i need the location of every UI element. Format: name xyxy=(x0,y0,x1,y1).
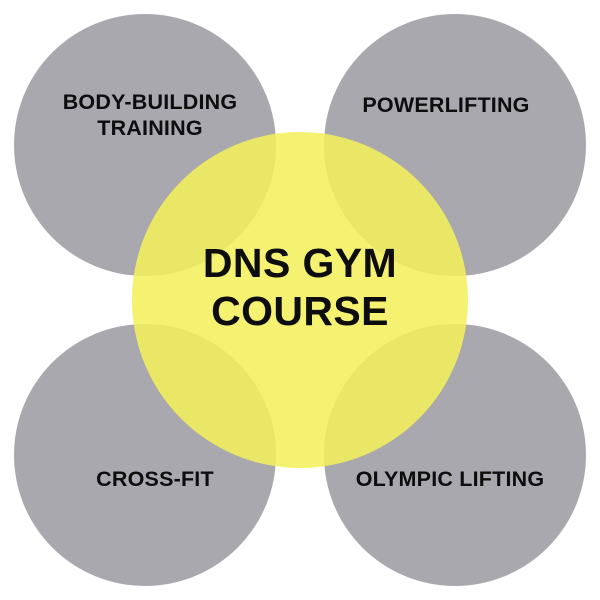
label-cross-fit: CROSS-FIT xyxy=(96,466,214,491)
label-olympic-lifting: OLYMPIC LIFTING xyxy=(355,466,545,491)
label-powerlifting: POWERLIFTING xyxy=(362,92,530,117)
circle-dns-gym-course xyxy=(132,132,468,468)
label-body-building-training: BODY-BUILDING TRAINING xyxy=(62,89,238,140)
label-dns-gym-course: DNS GYM COURSE xyxy=(202,240,398,334)
